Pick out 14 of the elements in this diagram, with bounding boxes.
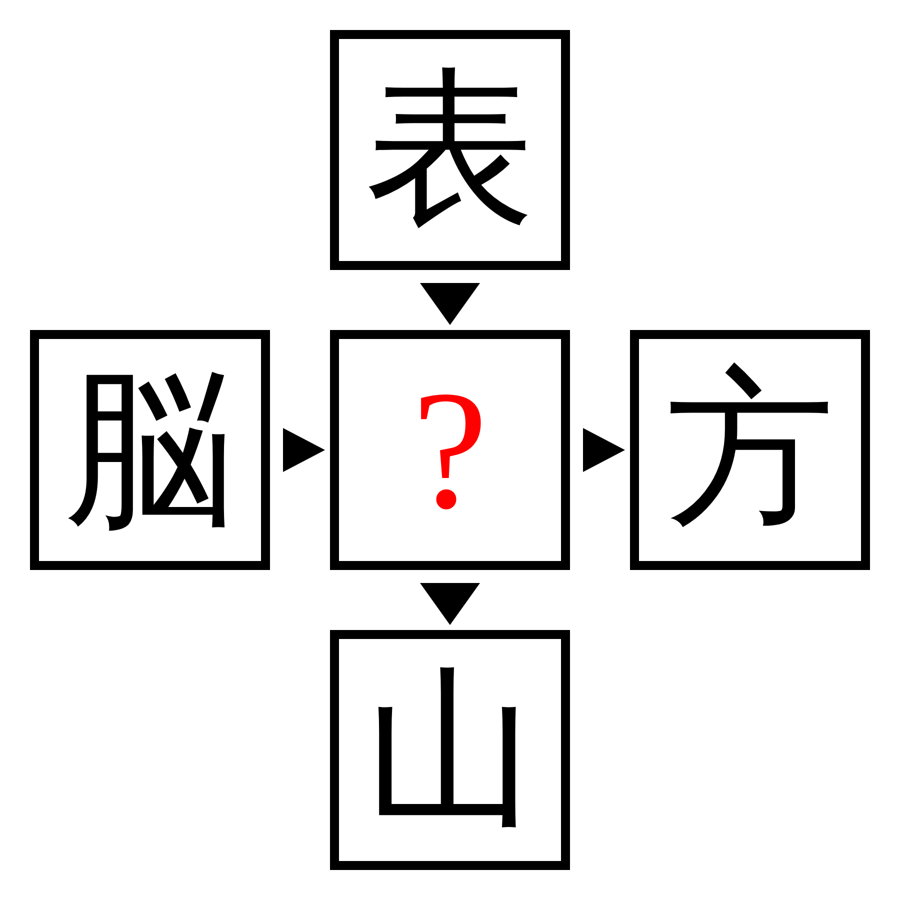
character-box xyxy=(30,330,270,570)
character: ? xyxy=(412,365,488,535)
arrow xyxy=(283,428,325,472)
character-box xyxy=(330,630,570,870)
character: 脳 xyxy=(65,365,235,535)
character: 山 xyxy=(365,665,535,835)
character: 表 xyxy=(365,65,535,235)
arrow xyxy=(583,428,625,472)
character: 方 xyxy=(665,365,835,535)
character-box xyxy=(330,30,570,270)
arrow xyxy=(420,583,480,625)
character-box xyxy=(330,330,570,570)
character-box xyxy=(630,330,870,570)
arrow xyxy=(420,283,480,325)
